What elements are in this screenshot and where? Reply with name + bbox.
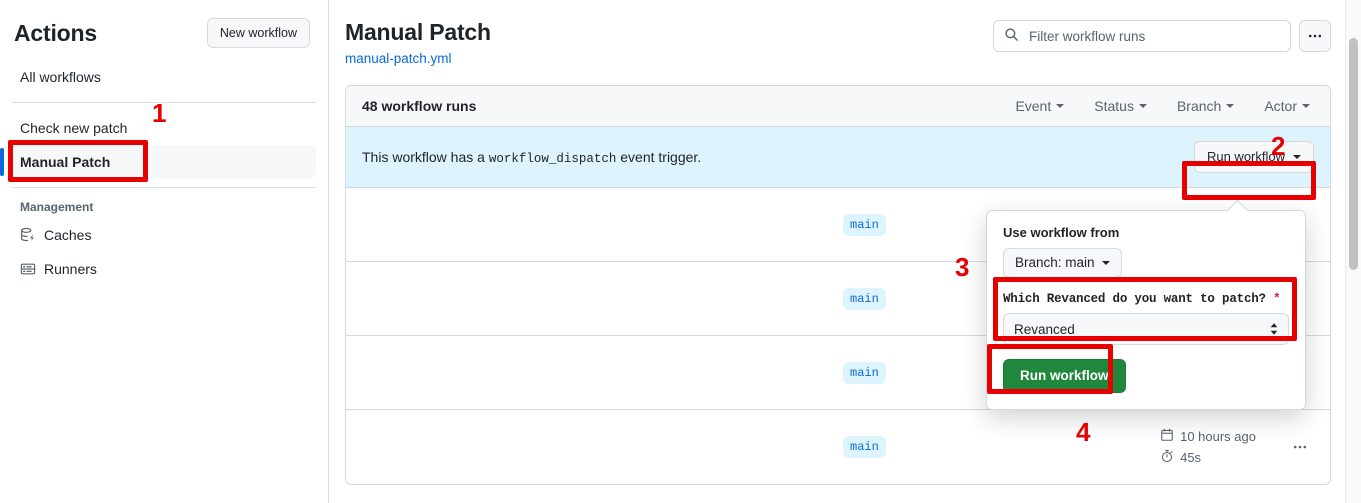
sidebar-item-caches[interactable]: Caches	[12, 218, 316, 252]
filter-event[interactable]: Event	[1015, 98, 1065, 114]
sidebar-item-runners[interactable]: Runners	[12, 252, 316, 286]
annotation-number-1: 1	[152, 98, 167, 128]
sidebar-workflow-list: All workflows Check new patch Manual Pat…	[0, 60, 328, 286]
workflow-input-label: Which Revanced do you want to patch? *	[1003, 292, 1289, 306]
chevron-down-icon	[1101, 261, 1110, 265]
branch-select-button[interactable]: Branch: main	[1003, 248, 1122, 278]
workflow-header: Manual Patch manual-patch.yml	[329, 0, 1361, 66]
branch-badge[interactable]: main	[843, 287, 886, 310]
chevron-down-icon	[1138, 104, 1147, 108]
runner-icon	[20, 261, 36, 277]
use-workflow-from-label: Use workflow from	[1003, 225, 1120, 240]
sidebar-item-label: Check new patch	[20, 120, 128, 136]
table-row[interactable]: main	[346, 262, 1330, 336]
branch-badge[interactable]: main	[843, 361, 886, 384]
revanced-select-wrapper: Revanced	[1003, 313, 1289, 345]
runs-card-header: 48 workflow runs Event Status Branch	[346, 86, 1330, 127]
filter-event-label: Event	[1015, 98, 1052, 114]
chevron-down-icon	[1056, 104, 1065, 108]
filter-actor[interactable]: Actor	[1264, 98, 1310, 114]
cache-icon	[20, 227, 36, 243]
sidebar-item-all-workflows[interactable]: All workflows	[12, 60, 316, 94]
filter-branch-label: Branch	[1176, 98, 1222, 114]
table-row[interactable]: main	[346, 188, 1330, 262]
dispatch-event-code: workflow_dispatch	[488, 151, 617, 166]
dispatch-text-before: This workflow has a	[362, 148, 485, 165]
run-duration-text: 45s	[1180, 450, 1202, 465]
sidebar-title: Actions	[14, 19, 97, 46]
branch-badge[interactable]: main	[843, 436, 886, 458]
workflow-title-block: Manual Patch manual-patch.yml	[345, 16, 491, 66]
page-scrollbar[interactable]	[1345, 0, 1361, 503]
workflow-runs-count: 48 workflow runs	[362, 98, 477, 114]
sidebar-management-label: Management	[20, 200, 94, 214]
row-kebab-menu-icon[interactable]	[1292, 439, 1308, 455]
table-row[interactable]: main 10 hours ago	[346, 410, 1330, 484]
run-workflow-dropdown-panel: Use workflow from Branch: main Which Rev…	[986, 210, 1306, 410]
sidebar-item-check-new-patch[interactable]: Check new patch	[12, 111, 316, 145]
new-workflow-button[interactable]: New workflow	[206, 18, 310, 48]
sidebar-item-label: All workflows	[20, 69, 101, 85]
chevron-down-icon	[1293, 155, 1301, 159]
header-actions	[993, 20, 1331, 52]
sidebar-header: Actions New workflow	[0, 0, 328, 60]
run-workflow-dropdown-label: Run workflow	[1206, 149, 1285, 164]
annotation-number-2: 2	[1271, 131, 1286, 161]
sidebar-item-manual-patch[interactable]: Manual Patch	[0, 145, 316, 179]
filter-status-label: Status	[1094, 98, 1134, 114]
runs-filter-group: Event Status Branch Actor	[1015, 98, 1314, 114]
annotation-number-3: 3	[955, 252, 970, 282]
filter-branch[interactable]: Branch	[1176, 98, 1235, 114]
sidebar-item-label: Manual Patch	[20, 154, 111, 170]
search-icon	[1004, 27, 1019, 45]
sidebar-divider	[12, 187, 316, 188]
chevron-down-icon	[1226, 104, 1235, 108]
run-workflow-form: Use workflow from Branch: main Which Rev…	[987, 211, 1305, 409]
calendar-icon	[1160, 428, 1174, 445]
dispatch-banner-text: This workflow has a workflow_dispatch ev…	[362, 149, 701, 166]
workflow-input-label-text: Which Revanced do you want to patch?	[1003, 292, 1266, 306]
run-workflow-dropdown-button[interactable]: Run workflow	[1193, 141, 1314, 173]
page-title: Manual Patch	[345, 19, 491, 45]
sidebar-item-label: Runners	[44, 261, 97, 277]
search-input[interactable]	[1027, 27, 1280, 45]
revanced-select[interactable]: Revanced	[1003, 313, 1289, 345]
run-date-text: 10 hours ago	[1180, 429, 1256, 444]
dispatch-text-after: event trigger.	[620, 148, 702, 165]
run-date: 10 hours ago	[1160, 428, 1256, 445]
stopwatch-icon	[1160, 449, 1174, 466]
required-marker: *	[1273, 292, 1281, 306]
run-workflow-submit-button[interactable]: Run workflow	[1003, 359, 1126, 393]
kebab-horizontal-icon[interactable]	[1299, 20, 1331, 52]
annotation-number-4: 4	[1076, 417, 1091, 447]
workflow-file-link[interactable]: manual-patch.yml	[345, 51, 452, 66]
filter-actor-label: Actor	[1264, 98, 1297, 114]
chevron-down-icon	[1302, 104, 1310, 108]
branch-badge[interactable]: main	[843, 213, 886, 236]
page-scrollbar-thumb[interactable]	[1349, 38, 1358, 270]
sidebar: Actions New workflow All workflows Check…	[0, 0, 329, 503]
run-meta: 10 hours ago 45s	[1160, 428, 1256, 466]
branch-select-label: Branch: main	[1015, 255, 1095, 270]
filter-status[interactable]: Status	[1094, 98, 1147, 114]
sidebar-item-label: Caches	[44, 227, 92, 243]
sidebar-divider	[12, 102, 316, 103]
workflow-dispatch-banner: This workflow has a workflow_dispatch ev…	[346, 127, 1330, 188]
search-box[interactable]	[993, 20, 1291, 52]
run-duration: 45s	[1160, 449, 1201, 466]
